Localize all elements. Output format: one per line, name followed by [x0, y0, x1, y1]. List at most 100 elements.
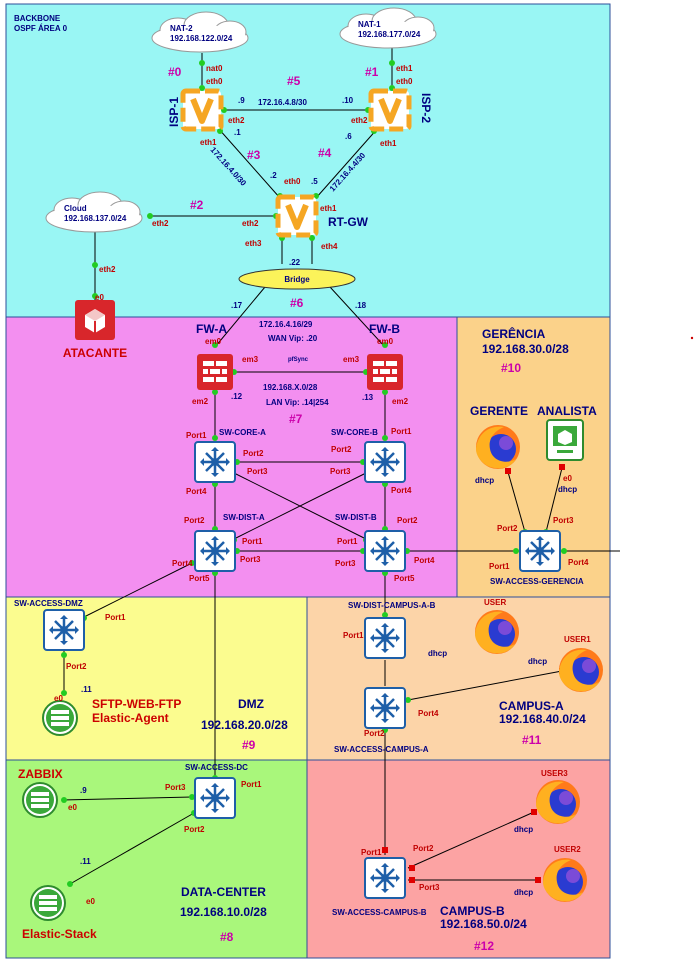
sw-core-b-label: SW-CORE-B	[331, 428, 378, 437]
svg-text:e0: e0	[54, 694, 63, 703]
nat2-label: NAT-2	[170, 24, 193, 33]
server-zabbix[interactable]	[22, 782, 58, 818]
svg-text:eth1: eth1	[380, 139, 397, 148]
router-rt-gw[interactable]	[278, 197, 316, 235]
firefox-user1[interactable]	[559, 648, 603, 692]
link-12: #12	[474, 939, 494, 953]
svg-text:eth2: eth2	[351, 116, 368, 125]
bridge	[238, 268, 356, 290]
dhcp-analista: dhcp	[558, 485, 577, 494]
ip-isp2-eth1: .6	[345, 132, 352, 141]
switch-sw-dist-campus-a-b[interactable]	[363, 616, 407, 660]
datacenter-net: 192.168.10.0/28	[180, 905, 267, 919]
svg-text:Port1: Port1	[337, 537, 358, 546]
svg-text:Port2: Port2	[331, 445, 352, 454]
user3-label: USER3	[541, 769, 568, 778]
switch-sw-core-b[interactable]	[363, 440, 407, 484]
svg-text:Port5: Port5	[394, 574, 415, 583]
switch-sw-access-campus-b[interactable]	[363, 856, 407, 900]
svg-text:Port2: Port2	[66, 662, 87, 671]
router-isp2[interactable]	[371, 91, 409, 129]
link-8: #8	[220, 930, 234, 944]
svg-text:Port2: Port2	[413, 844, 434, 853]
atacante-label: ATACANTE	[63, 346, 127, 360]
atacante-node[interactable]	[75, 300, 115, 340]
subnet-6: 172.16.4.16/29	[259, 320, 313, 329]
sw-access-campus-a-label: SW-ACCESS-CAMPUS-A	[334, 745, 429, 754]
router-isp1[interactable]	[183, 91, 221, 129]
firewall-fw-a[interactable]	[197, 354, 233, 390]
svg-text:Port1: Port1	[105, 613, 126, 622]
zone-backbone	[5, 3, 611, 318]
pfsync-label: pfSync	[288, 357, 309, 363]
svg-text:em0: em0	[377, 337, 394, 346]
user2-label: USER2	[554, 845, 581, 854]
firewall-fw-b[interactable]	[367, 354, 403, 390]
firefox-user3[interactable]	[536, 780, 580, 824]
sw-access-campus-b-label: SW-ACCESS-CAMPUS-B	[332, 908, 427, 917]
firefox-user2[interactable]	[543, 858, 587, 902]
svg-text:Port1: Port1	[361, 848, 382, 857]
server-elastic[interactable]	[30, 885, 66, 921]
ip-rt-eth1: .5	[311, 177, 318, 186]
switch-sw-access-dc[interactable]	[193, 776, 237, 820]
campus-b-name: CAMPUS-B	[440, 904, 505, 918]
gerencia-name: GERÊNCIA	[482, 326, 546, 341]
ip-fwa: .17	[231, 301, 243, 310]
zone-campus-a	[306, 596, 611, 761]
cloud-net: 192.168.137.0/24	[64, 214, 127, 223]
link-9: #9	[242, 738, 256, 752]
svg-text:em0: em0	[205, 337, 222, 346]
ip-fwb-em2: .13	[362, 393, 374, 402]
stray-dot	[690, 336, 694, 340]
elastic-label: Elastic-Stack	[22, 927, 97, 941]
firefox-gerente[interactable]	[476, 425, 520, 469]
analista-node[interactable]	[546, 419, 584, 461]
svg-text:Port3: Port3	[330, 467, 351, 476]
svg-text:Port3: Port3	[240, 555, 261, 564]
svg-text:eth3: eth3	[245, 239, 262, 248]
svg-text:eth2: eth2	[99, 265, 116, 274]
gerencia-net: 192.168.30.0/28	[482, 342, 569, 356]
nat2-net: 192.168.122.0/24	[170, 34, 233, 43]
svg-text:eth2: eth2	[228, 116, 245, 125]
switch-sw-access-gerencia[interactable]	[518, 529, 562, 573]
svg-text:em3: em3	[343, 355, 360, 364]
svg-text:Port2: Port2	[497, 524, 518, 533]
svg-text:Port2: Port2	[243, 449, 264, 458]
svg-text:eth0: eth0	[284, 177, 301, 186]
svg-text:Port3: Port3	[165, 783, 186, 792]
links	[61, 47, 620, 885]
sw-access-gerencia-label: SW-ACCESS-GERENCIA	[490, 577, 584, 586]
nat1-label: NAT-1	[358, 20, 381, 29]
switch-sw-dist-a[interactable]	[193, 529, 237, 573]
server-sftp[interactable]	[42, 700, 78, 736]
svg-text:Port3: Port3	[553, 516, 574, 525]
ip-isp1-eth1: .1	[234, 128, 241, 137]
switch-sw-access-dmz[interactable]	[42, 608, 86, 652]
subnet-5: 172.16.4.8/30	[258, 98, 307, 107]
switch-sw-dist-b[interactable]	[363, 529, 407, 573]
switch-sw-access-campus-a[interactable]	[363, 686, 407, 730]
ip-rt-eth0: .2	[270, 171, 277, 180]
svg-text:eth2: eth2	[152, 219, 169, 228]
ip-fwb: .18	[355, 301, 367, 310]
svg-text:e0: e0	[563, 474, 572, 483]
ip-elastic: .11	[80, 857, 91, 866]
switch-sw-core-a[interactable]	[193, 440, 237, 484]
svg-text:em2: em2	[392, 397, 409, 406]
svg-text:e0: e0	[95, 293, 104, 302]
sw-dist-a-label: SW-DIST-A	[223, 513, 265, 522]
backbone-title-2: OSPF ÁREA 0	[14, 24, 68, 33]
svg-text:em3: em3	[242, 355, 259, 364]
link-4: #4	[318, 146, 332, 160]
fwb-label: FW-B	[369, 322, 400, 336]
firefox-user[interactable]	[475, 610, 519, 654]
bridge-label: Bridge	[284, 275, 310, 284]
svg-text:Port4: Port4	[172, 559, 193, 568]
svg-text:eth1: eth1	[396, 64, 413, 73]
link-6: #6	[290, 296, 304, 310]
svg-text:nat0: nat0	[206, 64, 223, 73]
sftp-label-2: Elastic-Agent	[92, 711, 169, 725]
svg-text:eth2: eth2	[242, 219, 259, 228]
